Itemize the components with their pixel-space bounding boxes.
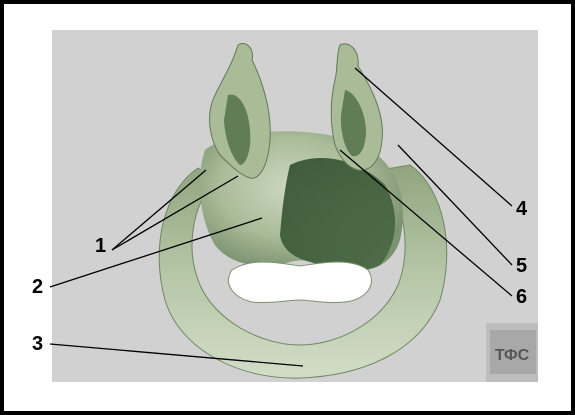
svg-text:ТФС: ТФС — [495, 347, 530, 364]
label-2: 2 — [32, 276, 43, 298]
label-1: 1 — [95, 235, 106, 257]
label-5: 5 — [516, 255, 527, 277]
vertebral-foramen — [229, 262, 372, 303]
watermark: ТФС — [486, 323, 538, 382]
label-6: 6 — [516, 286, 527, 308]
label-3: 3 — [32, 333, 43, 355]
label-4: 4 — [516, 198, 528, 220]
